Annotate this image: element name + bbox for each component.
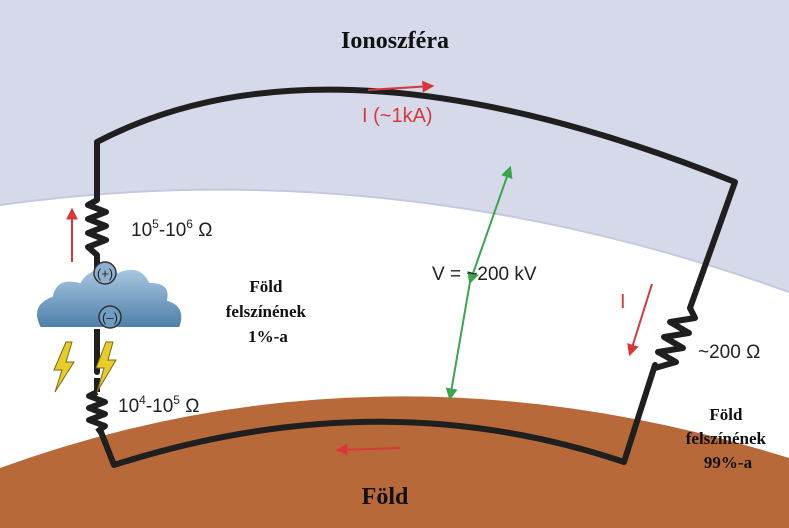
voltage-arrow [467,165,513,285]
fair-weather-resistance-label: ~200 Ω [698,342,760,363]
storm-share-label: Föld felszínének 1%-a [226,277,311,346]
storm-cloud [35,261,184,329]
ionosphere-band [0,0,789,292]
ionosphere-title: Ionoszféra [341,28,449,54]
earth-surface [0,396,789,528]
current-arrow-bottom [335,443,401,456]
negative-charge-symbol [98,305,122,329]
storm-resistance-upper-label: 105-106 Ω [131,217,212,241]
storm-resistor-upper [85,197,109,258]
positive-charge-symbol [93,261,117,285]
fair-weather-resistor [654,306,698,371]
circuit-wire [94,86,738,468]
voltage-arrow-lower [445,281,471,401]
storm-resistor-lower [86,389,108,435]
ionosphere-inner-edge [0,188,789,293]
earth-title: Föld [362,484,409,510]
fair-share-label: Föld felszínének 99%-a [686,405,771,472]
lightning-bolt-right [95,341,117,393]
storm-resistance-lower-label: 104-105 Ω [118,393,199,417]
lightning-bolt-left [53,341,75,393]
current-arrow-right [627,283,653,357]
current-top-label: I (~1kA) [362,105,433,127]
current-right-label: I [620,291,626,313]
voltage-label: V = ~200 kV [432,264,537,285]
charge-plus-label: (+) [97,266,113,281]
current-arrow-top [367,80,435,93]
charge-minus-label: (–) [102,310,118,325]
